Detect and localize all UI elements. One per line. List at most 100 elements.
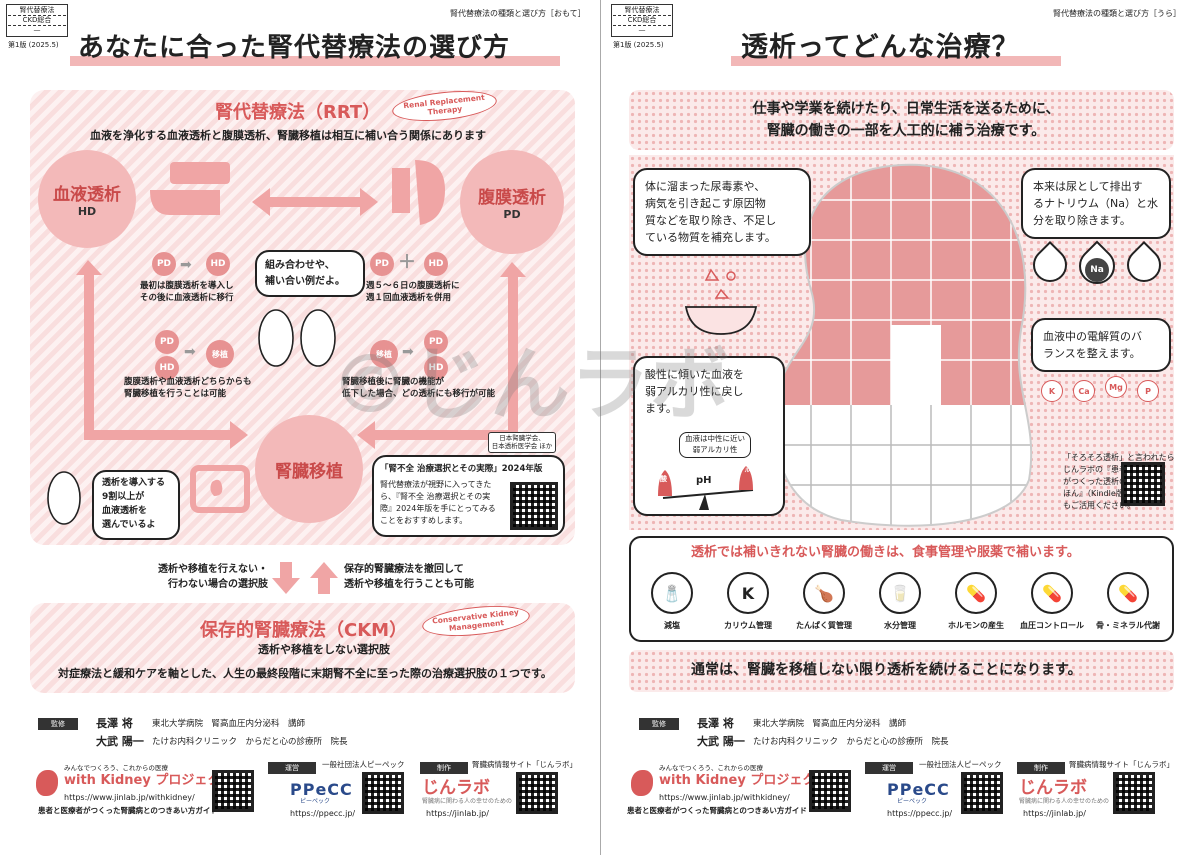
withkidney-qr-code[interactable] [809, 770, 851, 812]
sodium-removal-bubble: 本来は尿として排出す るナトリウム（Na）と水 分を取り除きます。 [1021, 168, 1171, 240]
pill-icon: 💊 [1031, 572, 1073, 614]
kindle-qr-code[interactable] [1121, 462, 1165, 506]
withkidney-url[interactable]: https://www.jinlab.jp/withkidney/ [64, 793, 195, 802]
phosphorus-icon: P [1137, 380, 1159, 402]
operator-name: 一般社団法人ピーペック [322, 760, 405, 769]
combo1-pd: PD [152, 252, 176, 276]
ckm-withdraw-text: 保存的腎臓療法を撤回して 透析や移植を行うことも可能 [344, 564, 474, 590]
alkali-label: アルカリ [739, 468, 761, 474]
arrow-icon: ➡ [402, 344, 414, 360]
speech-combo: 組み合わせや、 補い合い例だよ。 [255, 250, 365, 297]
producer-label: 制作 [1017, 762, 1065, 774]
supervisor-2-affiliation: たけお内科クリニック からだと心の診療所 院長 [152, 737, 348, 747]
lead-text: 仕事や学業を続けたり、日常生活を送るために、 腎臓の働きの一部を人工的に補う治療… [752, 101, 1060, 140]
supervisor-1-affiliation: 東北大学病院 腎高血圧内分泌科 講師 [753, 719, 907, 729]
supervisor-1-affiliation: 東北大学病院 腎高血圧内分泌科 講師 [152, 719, 306, 729]
support-title: 透析では補いきれない腎臓の働きは、食事管理や服薬で補います。 [691, 545, 1080, 560]
supervisor-1-name: 長澤 将 [697, 717, 734, 730]
kidney-logo-icon [631, 770, 653, 796]
support-label-hormone: ホルモンの産生 [948, 621, 1004, 630]
plus-icon: ＋ [398, 252, 416, 273]
potassium-icon: K [1041, 380, 1063, 402]
speech-hd-ratio: 透析を導入する 9割以上が 血液透析を 選んでいるよ [92, 470, 180, 540]
bottom-note-panel [629, 650, 1174, 692]
kidney-char-right [300, 309, 336, 367]
withkidney-qr-code[interactable] [212, 770, 254, 812]
withkidney-url[interactable]: https://www.jinlab.jp/withkidney/ [659, 793, 790, 802]
page-title: 透析ってどんな治療？ [741, 32, 1020, 63]
rrt-subtitle: 血液を浄化する血液透析と腹膜透析、腎臓移植は相互に補い合う関係にあります [90, 129, 486, 142]
combo3-pd: PD [155, 330, 179, 354]
withkidney-tagline: みんなでつくろう、これからの医療 [64, 764, 168, 772]
supervisor-label: 監修 [38, 718, 78, 730]
pill-icon: 💊 [955, 572, 997, 614]
page-title: あなたに合った腎代替療法の選び方 [78, 33, 511, 63]
sodium-icon: Na [1085, 258, 1109, 282]
page-header: 腎代替療法の種類と選び方［おもて］ [450, 9, 586, 18]
ph-note: 血液は中性に近い 弱アルカリ性 [679, 432, 751, 458]
chicken-icon: 🍗 [803, 572, 845, 614]
jinlab-logo: じんラボ [1019, 778, 1087, 798]
ph-scale-icon [658, 466, 754, 510]
supervisor-2-name: 大武 陽一 [697, 735, 745, 748]
pd-body-icon [392, 168, 410, 213]
support-label-potassium: カリウム管理 [724, 621, 772, 630]
jinlab-url[interactable]: https://jinlab.jp/ [426, 809, 489, 818]
withkidney-description: 患者と医療者がつくった腎臓病とのつきあい方ガイド [38, 806, 218, 815]
rrt-diagram-arrows [47, 160, 526, 594]
edition-label: 第1版 (2025.5) [613, 41, 664, 49]
ckm-choice-text: 透析や移植を行えない・ 行わない場合の選択肢 [158, 564, 268, 590]
bottom-note: 通常は、腎臓を移植しない限り透析を続けることになります。 [691, 662, 1082, 678]
ph-label: pH [696, 475, 712, 486]
combo4-pd: PD [424, 330, 448, 354]
edition-label: 第1版 (2025.5) [8, 41, 59, 49]
support-label-blood-pressure: 血圧コントロール [1020, 621, 1084, 630]
ppecc-kana: ピーペック [897, 798, 928, 805]
support-label-protein: たんぱく質管理 [796, 621, 852, 630]
ppecc-qr-code[interactable] [961, 772, 1003, 814]
combo2-hd: HD [424, 252, 448, 276]
producer-name: 腎臓病情報サイト「じんラボ」 [1069, 760, 1174, 769]
ppecc-url[interactable]: https://ppecc.jp/ [290, 809, 356, 818]
kidney-char-left [258, 309, 294, 367]
pill-icon: 💊 [1107, 572, 1149, 614]
iv-bag-icon [170, 162, 230, 184]
kidney-logo-icon [36, 770, 58, 796]
support-label-bone-mineral: 骨・ミネラル代謝 [1096, 621, 1160, 630]
arrow-icon: ➡ [180, 257, 192, 273]
potassium-k-icon: K [727, 572, 769, 614]
ckm-subtitle: 透析や移植をしない選択肢 [258, 643, 390, 656]
jinlab-subtitle: 腎臓病に関わる人の幸せのための [1019, 798, 1110, 805]
kindle-note: 「そろそろ透析」と言われたら じんラボの『患者 がつくった透析の ほん』（Kin… [1063, 453, 1175, 510]
operator-label: 運営 [268, 762, 316, 774]
pd-torso-icon [415, 160, 445, 225]
book-qr-code[interactable] [510, 482, 558, 530]
ckm-description: 対症療法と緩和ケアを軸とした、人生の最終段階に末期腎不全に至った際の治療選択肢の… [58, 667, 552, 680]
book-publisher-badge: 日本腎臓学会、 日本透析医学会 ほか [488, 432, 556, 453]
supervisor-1-name: 長澤 将 [96, 717, 133, 730]
jinlab-qr-code[interactable] [1113, 772, 1155, 814]
rrt-title: 腎代替療法（RRT） [215, 102, 381, 123]
hd-kt-arrow [76, 260, 248, 449]
title-underline [731, 56, 1061, 66]
puzzle-kidney-illustration [773, 163, 1033, 527]
operator-name: 一般社団法人ピーペック [919, 760, 1002, 769]
jinlab-qr-code[interactable] [516, 772, 558, 814]
producer-name: 腎臓病情報サイト「じんラボ」 [472, 760, 577, 769]
title-underline [70, 56, 560, 66]
kidney-small-icon [210, 479, 223, 496]
ppecc-url[interactable]: https://ppecc.jp/ [887, 809, 953, 818]
producer-label: 制作 [420, 762, 468, 774]
jinlab-subtitle: 腎臓病に関わる人の幸せのための [422, 798, 513, 805]
withkidney-description: 患者と医療者がつくった腎臓病とのつきあい方ガイド [627, 806, 807, 815]
calcium-icon: Ca [1073, 380, 1095, 402]
magnesium-icon: Mg [1105, 376, 1127, 398]
withkidney-brand: with Kidney プロジェクト [659, 773, 829, 788]
ppecc-qr-code[interactable] [362, 772, 404, 814]
pd-circle: 腹膜透析 PD [460, 150, 564, 254]
front-page: 腎代替療法 CKD総合 — 第1版 (2025.5) 腎代替療法の種類と選び方［… [6, 4, 586, 818]
pd-kt-arrow [357, 262, 526, 449]
jinlab-url[interactable]: https://jinlab.jp/ [1023, 809, 1086, 818]
supervisor-2-affiliation: たけお内科クリニック からだと心の診療所 院長 [753, 737, 949, 747]
toxin-removal-bubble: 体に溜まった尿毒素や、 病気を引き起こす原因物 質などを取り除き、不足し ている… [633, 168, 811, 257]
